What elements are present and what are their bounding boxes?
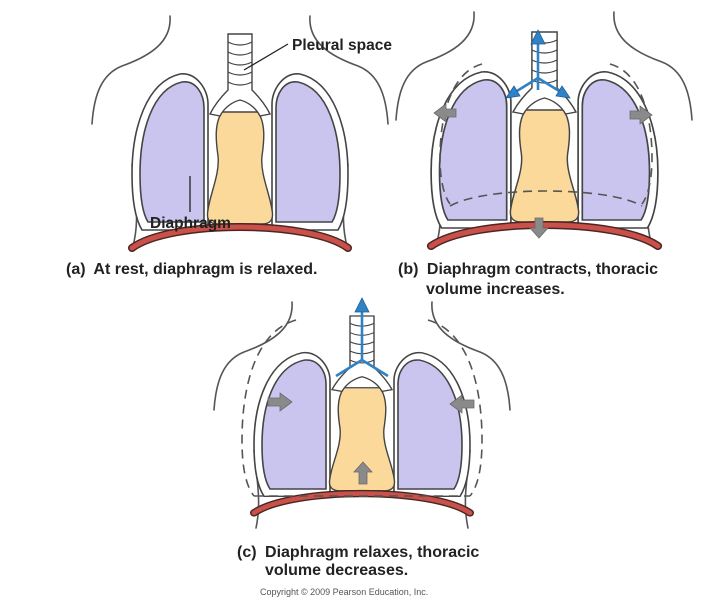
copyright-notice: Copyright © 2009 Pearson Education, Inc. — [260, 587, 428, 597]
air-inflow-arrows — [505, 29, 571, 99]
caption-c-line1: Diaphragm relaxes, thoracic — [265, 544, 479, 561]
panel-b — [395, 11, 693, 246]
outward-arrow-right — [629, 105, 653, 125]
pleural-space-leader — [243, 43, 289, 71]
caption-b: (b) Diaphragm contracts, thoracic — [398, 261, 658, 278]
caption-c-letter: (c) — [237, 544, 257, 561]
inward-arrow-left — [267, 392, 293, 412]
caption-b-line1: Diaphragm contracts, thoracic — [427, 261, 658, 278]
outward-arrow-left — [433, 103, 457, 123]
caption-b-line2: volume increases. — [426, 281, 565, 298]
panel-c — [213, 301, 511, 529]
caption-b-letter: (b) — [398, 261, 418, 278]
inward-arrow-right — [449, 394, 475, 414]
caption-a: (a) At rest, diaphragm is relaxed. — [66, 261, 318, 278]
caption-a-letter: (a) — [66, 261, 86, 278]
diaphragm-label: Diaphragm — [150, 215, 231, 232]
caption-c: (c) Diaphragm relaxes, thoracic — [237, 544, 479, 561]
downward-arrow — [529, 217, 549, 239]
caption-a-text: At rest, diaphragm is relaxed. — [93, 261, 317, 278]
air-outflow-arrows — [335, 297, 389, 378]
pleural-space-label: Pleural space — [292, 37, 392, 54]
upward-arrow — [353, 461, 373, 485]
caption-c-line2: volume decreases. — [265, 562, 408, 579]
